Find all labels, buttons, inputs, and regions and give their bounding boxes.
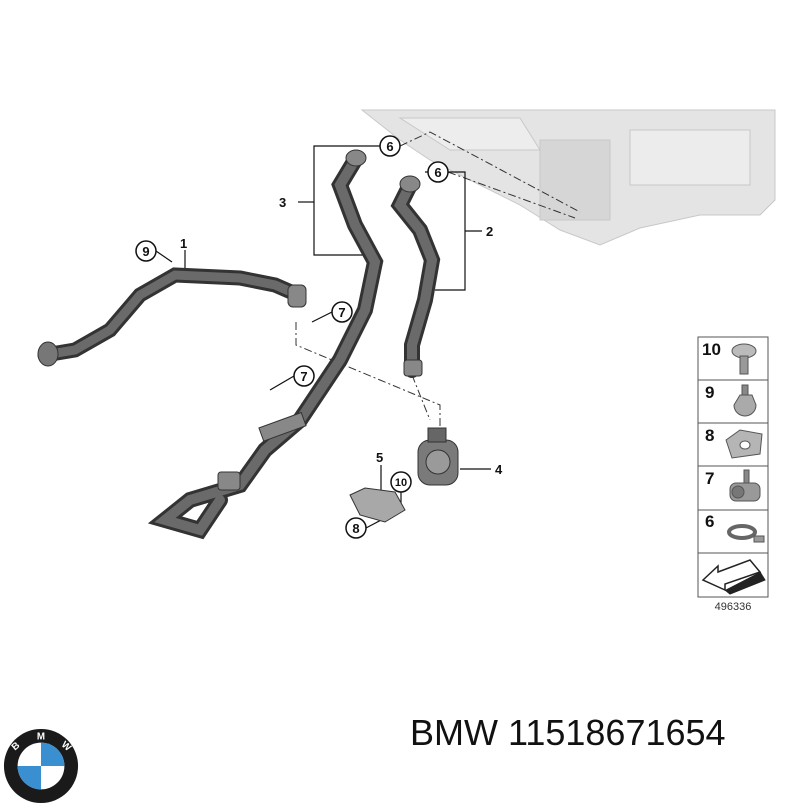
callout-9: 9 xyxy=(142,244,149,259)
arrow-front-icon xyxy=(701,559,766,595)
diagram-reference-number: 496336 xyxy=(715,601,752,613)
callout-7b: 7 xyxy=(300,369,307,384)
hose-clamp-icon xyxy=(727,524,765,543)
hose-holder-icon xyxy=(729,469,761,502)
callout-8: 8 xyxy=(352,521,359,536)
callout-6b: 6 xyxy=(434,165,441,180)
legend-panel: 10 9 8 7 6 496336 xyxy=(697,336,769,613)
legend-number-9: 9 xyxy=(705,383,714,402)
part-number-label: BMW 11518671654 xyxy=(410,712,726,753)
bmw-logo: M B W xyxy=(3,728,79,804)
legend-number-8: 8 xyxy=(705,426,714,445)
leader-lines xyxy=(295,131,581,430)
callout-3: 3 xyxy=(279,195,286,210)
svg-text:M: M xyxy=(37,732,45,743)
callout-2: 2 xyxy=(486,224,493,239)
hose-clip-icon xyxy=(733,384,757,417)
hose-3 xyxy=(147,149,384,540)
coolant-pump xyxy=(349,427,459,523)
legend-number-10: 10 xyxy=(702,340,721,359)
callout-6a: 6 xyxy=(386,139,393,154)
callout-5: 5 xyxy=(376,450,383,465)
hose-2 xyxy=(390,175,441,378)
spring-nut-icon xyxy=(725,429,763,459)
legend-number-7: 7 xyxy=(705,469,714,488)
engine-block xyxy=(360,109,776,246)
circled-callouts xyxy=(135,135,449,539)
callout-7a: 7 xyxy=(338,305,345,320)
callout-10: 10 xyxy=(395,477,407,489)
screw-icon xyxy=(731,343,757,375)
hose-1 xyxy=(37,267,307,367)
legend-number-6: 6 xyxy=(705,512,714,531)
callout-4: 4 xyxy=(495,462,503,477)
callout-1: 1 xyxy=(180,236,187,251)
